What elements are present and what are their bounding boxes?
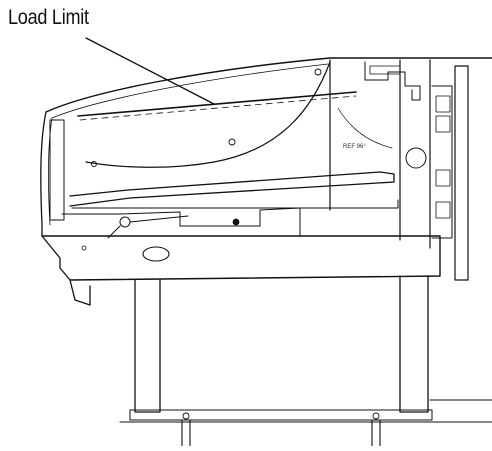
deck-support <box>71 199 399 209</box>
canopy-fastener <box>314 68 322 76</box>
front-glass-profile <box>40 111 91 306</box>
leveling-foot <box>181 419 191 447</box>
control-switch <box>435 95 451 113</box>
control-switch <box>435 115 451 133</box>
canopy-fastener <box>228 138 236 146</box>
drain-oval <box>142 246 170 262</box>
base-hole <box>232 218 240 226</box>
load-limit-callout-label: Load Limit <box>8 6 89 29</box>
base-frame <box>41 235 441 281</box>
canopy-fastener <box>91 161 97 167</box>
rear-side-panel <box>454 65 469 281</box>
control-switch <box>435 169 451 187</box>
base-frame-upper <box>61 207 301 237</box>
canopy-inner-line <box>51 63 329 119</box>
drain-pipe <box>107 215 189 239</box>
curved-glass-arc <box>85 61 331 168</box>
canopy-outline <box>45 57 492 113</box>
stand-right-leg <box>399 275 429 413</box>
front-glass-inner <box>47 117 53 226</box>
base-rail <box>119 399 492 423</box>
stand-left-leg <box>134 279 161 413</box>
load-limit-line <box>77 91 357 117</box>
control-switch <box>435 201 451 219</box>
rear-column <box>329 59 431 249</box>
load-limit-line-lower <box>79 95 357 121</box>
angle-reference-label: REF 96° <box>343 144 366 150</box>
display-deck <box>69 171 395 207</box>
foot-bolt <box>372 412 380 420</box>
reference-angle-arc <box>337 107 393 149</box>
lower-cabinet <box>129 409 433 421</box>
rear-control-panel <box>431 85 453 239</box>
foot-bolt <box>182 412 190 420</box>
front-post <box>49 119 65 221</box>
callout-leader-line <box>85 37 215 105</box>
rear-bracket <box>369 65 401 75</box>
leveling-foot <box>371 419 381 447</box>
rear-round-port <box>405 147 427 169</box>
base-hole <box>81 245 87 251</box>
rear-upper-bracket <box>364 61 421 101</box>
drain-fitting <box>119 216 131 228</box>
